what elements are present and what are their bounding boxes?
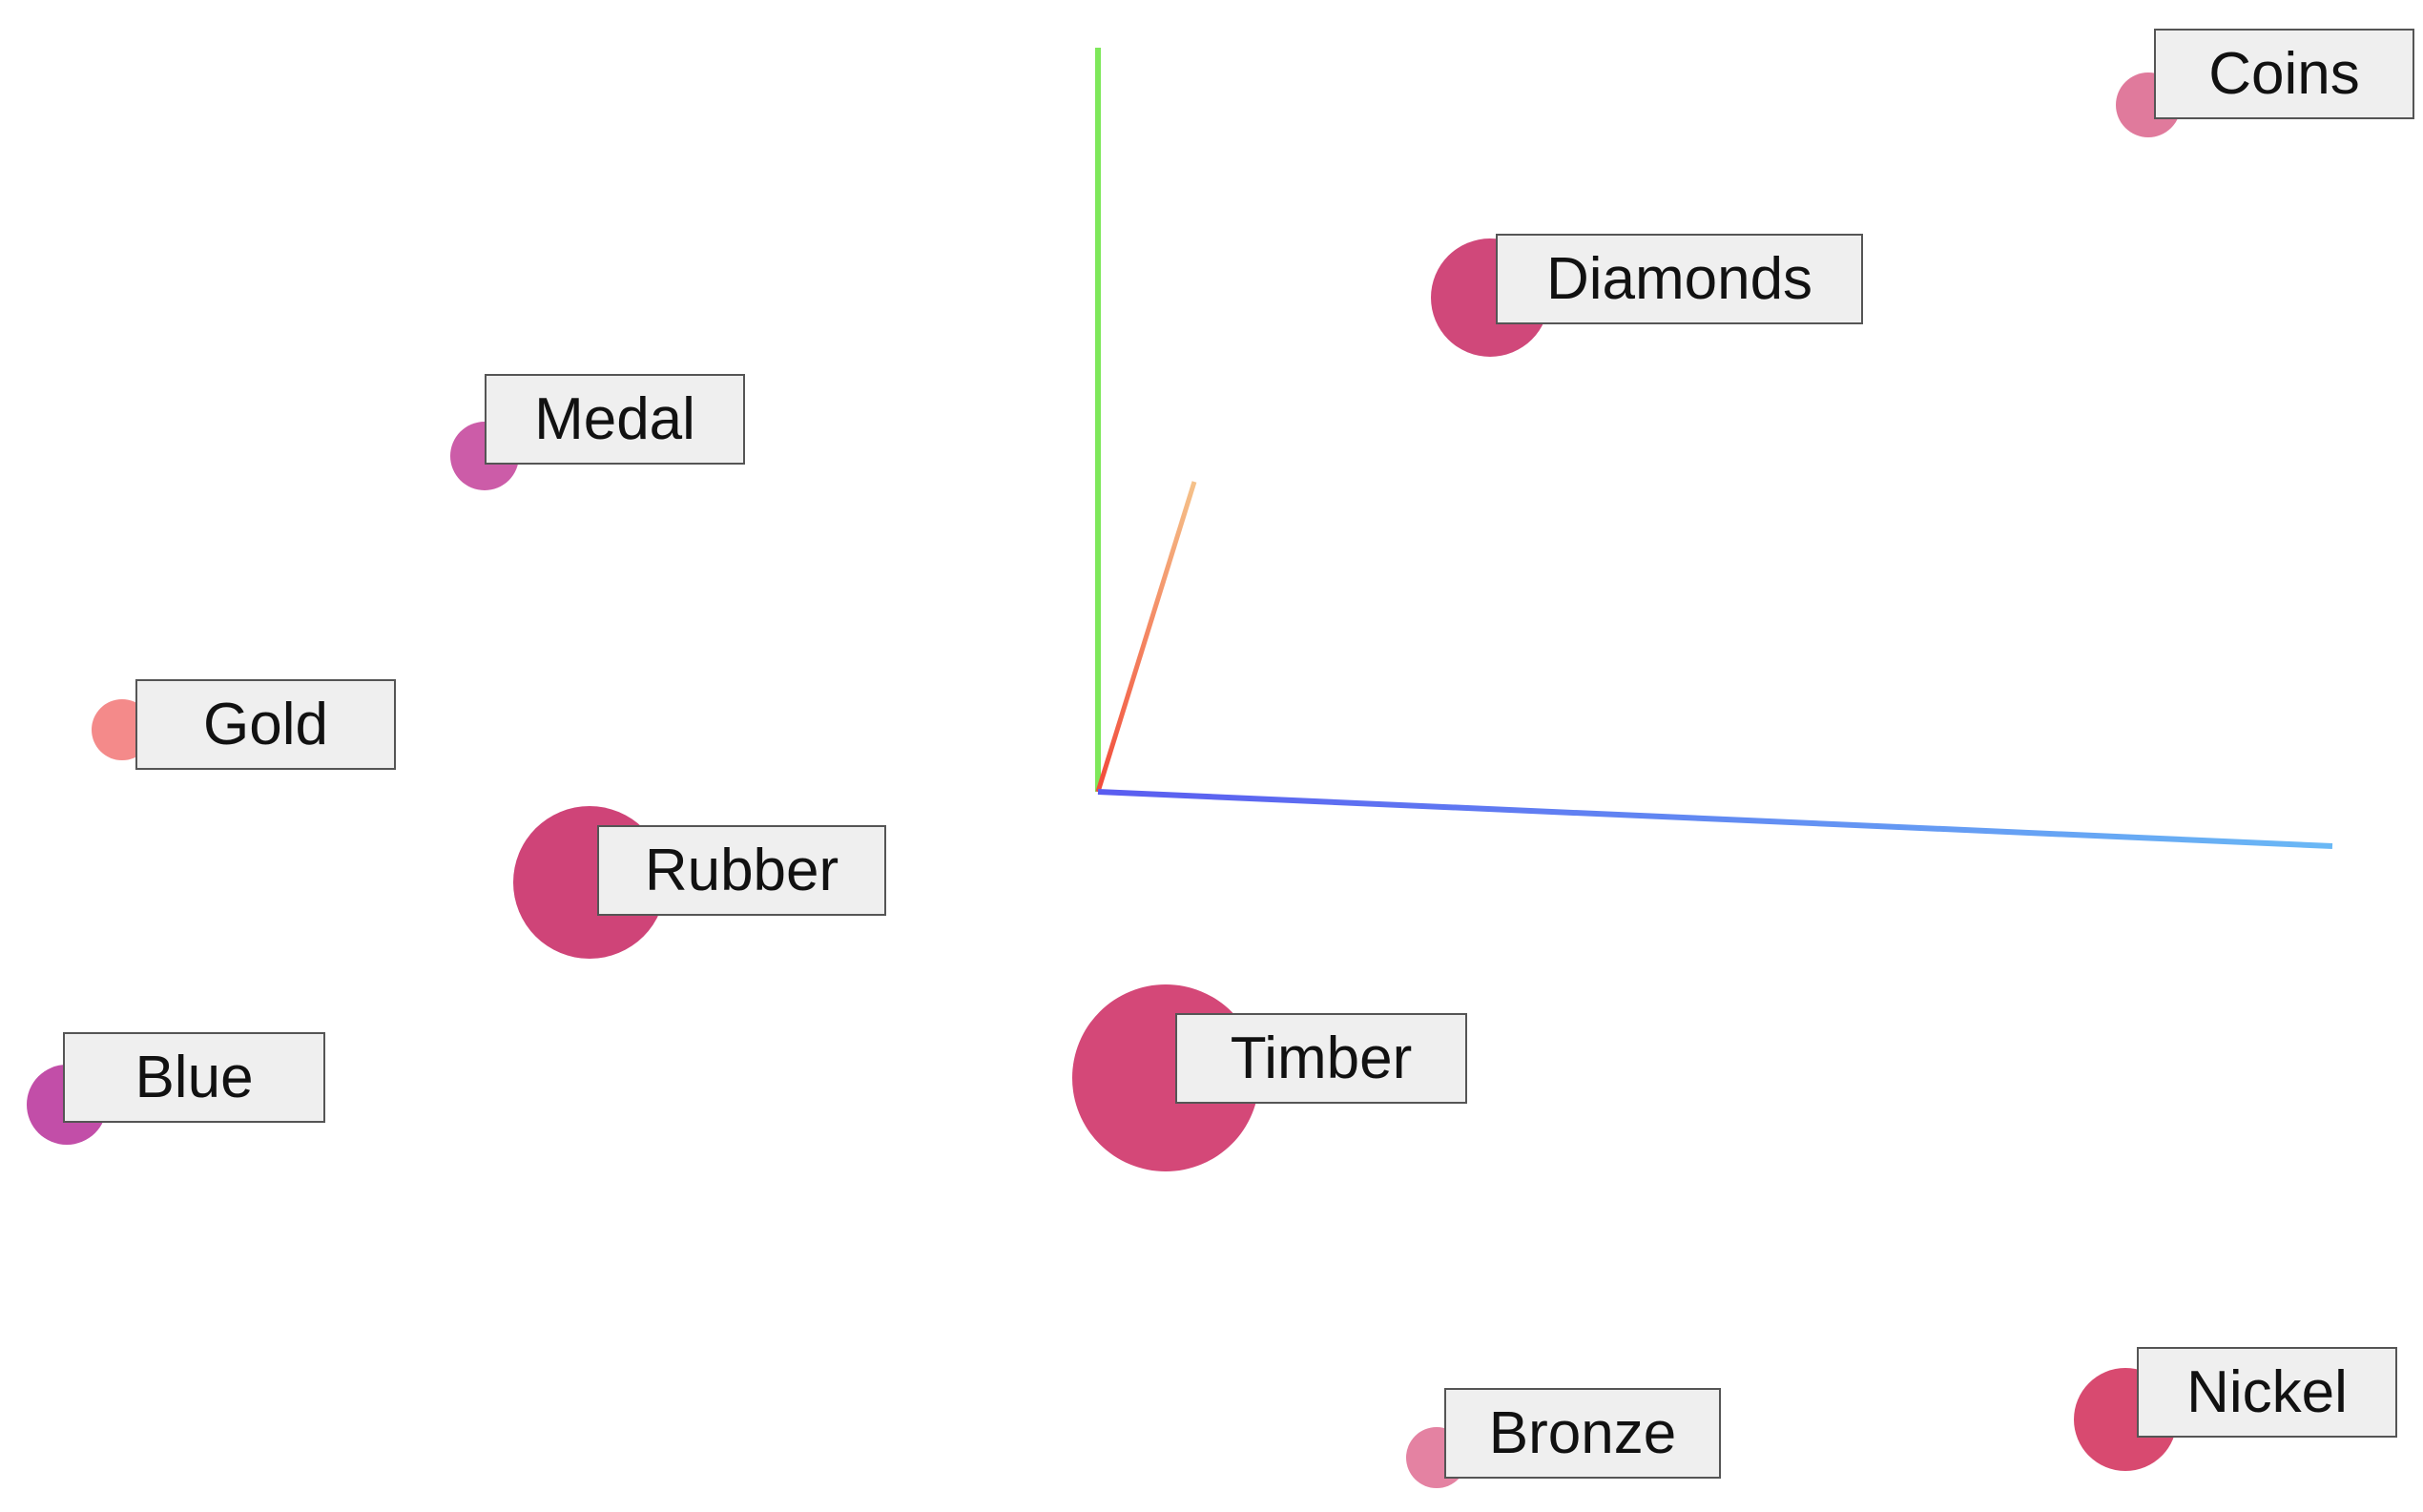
depth-axis-line — [1095, 481, 1197, 793]
point-label-bronze[interactable]: Bronze — [1444, 1388, 1721, 1479]
point-label-rubber[interactable]: Rubber — [597, 825, 886, 916]
point-label-timber[interactable]: Timber — [1175, 1013, 1467, 1104]
point-label-coins[interactable]: Coins — [2154, 29, 2414, 119]
horizontal-axis-line — [1097, 789, 2333, 849]
point-label-medal[interactable]: Medal — [485, 374, 745, 465]
point-label-nickel[interactable]: Nickel — [2137, 1347, 2397, 1438]
point-label-blue[interactable]: Blue — [63, 1032, 325, 1123]
point-label-diamonds[interactable]: Diamonds — [1496, 234, 1863, 324]
point-label-gold[interactable]: Gold — [135, 679, 396, 770]
